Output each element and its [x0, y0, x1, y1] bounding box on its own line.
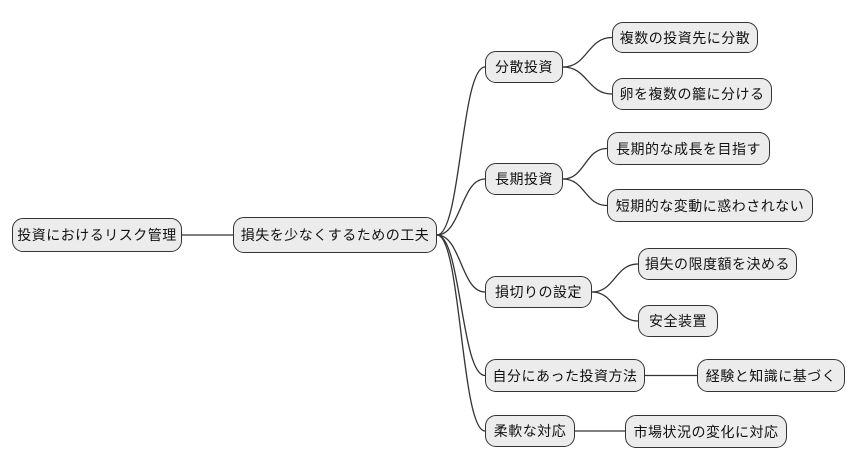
node-aim-long-term-growth: 長期的な成長を目指す	[607, 132, 770, 165]
node-ignore-short-term-fluctuations: 短期的な変動に惑わされない	[607, 189, 813, 222]
edge-b1-to-c1b	[562, 66, 613, 95]
edge-hub-to-b3	[436, 234, 486, 293]
edge-hub-to-b4	[436, 234, 486, 377]
node-suitable-investment-method: 自分にあった投資方法	[485, 359, 645, 392]
node-set-loss-limit: 損失の限度額を決める	[638, 248, 797, 280]
node-eggs-in-multiple-baskets: 卵を複数の籠に分ける	[612, 78, 772, 110]
edge-b3-to-c3a	[591, 263, 639, 293]
node-long-term-investment: 長期投資	[485, 163, 563, 195]
node-stop-loss-setting: 損切りの設定	[485, 276, 592, 308]
edge-b2-to-c2b	[562, 178, 608, 207]
node-adapt-to-market-changes: 市場状況の変化に対応	[625, 415, 787, 448]
node-spread-across-investments: 複数の投資先に分散	[612, 22, 758, 53]
edge-b2-to-c2a	[562, 147, 608, 180]
node-based-on-experience-knowledge: 経験と知識に基づく	[697, 359, 845, 392]
edge-b3-to-c3b	[591, 291, 639, 322]
node-loss-reduction-methods: 損失を少なくするための工夫	[233, 217, 437, 253]
node-diversified-investment: 分散投資	[485, 51, 563, 83]
node-flexible-response: 柔軟な対応	[485, 415, 575, 447]
node-safety-device: 安全装置	[638, 305, 718, 337]
edge-hub-to-b2	[436, 178, 486, 236]
node-investment-risk-management: 投資におけるリスク管理	[12, 218, 182, 252]
edge-b1-to-c1a	[562, 36, 613, 68]
edge-hub-to-b1	[436, 66, 486, 236]
edge-hub-to-b5	[436, 234, 486, 432]
